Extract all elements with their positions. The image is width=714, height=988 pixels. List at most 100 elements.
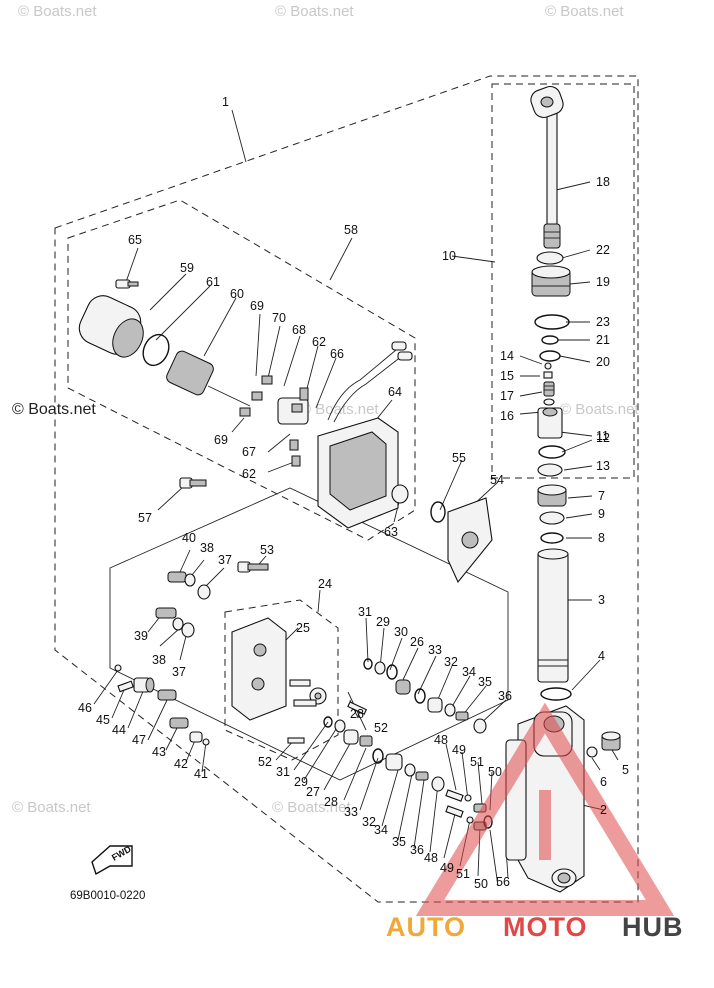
o-ring-12: [538, 445, 566, 459]
brand-auto: AUTO: [386, 912, 466, 942]
part-number-p1: 1: [222, 95, 229, 109]
seat-37b: [181, 622, 195, 638]
automotohub-logo: AUTO MOTO HUB: [386, 702, 684, 942]
part-number-p30: 30: [394, 625, 408, 639]
piston-27: [343, 729, 359, 745]
part-number-p52b: 52: [258, 755, 272, 769]
ring-13: [537, 463, 563, 477]
part-number-p14: 14: [500, 349, 514, 363]
brush-67: [289, 439, 299, 451]
part-number-p16: 16: [500, 409, 514, 423]
part-number-p36b: 36: [410, 843, 424, 857]
part-number-p67: 67: [242, 445, 256, 459]
part-number-p38a: 38: [200, 541, 214, 555]
part-number-p64: 64: [388, 385, 402, 399]
part-number-p20: 20: [596, 355, 610, 369]
spring-43: [169, 717, 189, 729]
part-number-p49b: 49: [440, 861, 454, 875]
ball-46: [114, 664, 122, 672]
piston-11: [537, 407, 563, 439]
ball-41: [202, 738, 210, 746]
valve-block-boundary: [224, 599, 339, 761]
brush-holder: [277, 397, 309, 425]
part-number-p43: 43: [152, 745, 166, 759]
piston-32: [427, 697, 443, 713]
ball-34: [444, 703, 456, 717]
spring-47: [157, 689, 177, 701]
spring-17: [543, 381, 555, 397]
part-number-p19: 19: [596, 275, 610, 289]
part-number-labels: 1234567891011121314151617181920212223242…: [78, 95, 629, 891]
part-number-p25: 25: [296, 621, 310, 635]
bolt-53: [237, 561, 269, 573]
o-ring-4: [540, 687, 572, 701]
wire-leads: [327, 341, 413, 423]
bolt-57: [179, 477, 207, 489]
part-number-p40: 40: [182, 531, 196, 545]
part-16: [543, 398, 555, 406]
part-number-p65: 65: [128, 233, 142, 247]
part-number-p38b: 38: [152, 653, 166, 667]
part-number-p66: 66: [330, 347, 344, 361]
plug-36b: [431, 776, 445, 792]
part-number-p7: 7: [598, 489, 605, 503]
part-number-p47: 47: [132, 733, 146, 747]
watermark: © Boats.net: [560, 401, 639, 418]
part-number-p36a: 36: [498, 689, 512, 703]
seat-37: [197, 584, 211, 600]
part-number-p33b: 33: [344, 805, 358, 819]
part-number-p53: 53: [260, 543, 274, 557]
part-number-p60: 60: [230, 287, 244, 301]
screw-65: [115, 279, 139, 289]
part-number-p12: 12: [596, 431, 610, 445]
tilt-rod-assembly-boundary: [491, 83, 635, 479]
part-number-p70: 70: [272, 311, 286, 325]
ring-31b: [323, 716, 333, 728]
part-number-p31b: 31: [276, 765, 290, 779]
spring-40: [167, 571, 187, 583]
ball-49: [464, 794, 472, 802]
part-number-p2: 2: [600, 803, 607, 817]
motor-cover: [78, 295, 144, 358]
piston-32b: [385, 753, 403, 771]
spring-62b: [299, 387, 309, 401]
o-ring-61: [142, 333, 170, 367]
o-ring-55: [430, 501, 446, 523]
part-number-p51b: 51: [456, 867, 470, 881]
ring-31: [363, 658, 373, 670]
brand-hub: HUB: [622, 912, 684, 942]
ball-38b: [172, 617, 184, 631]
part-number-p11: 11: [596, 429, 609, 443]
part-number-p51a: 51: [470, 755, 484, 769]
part-number-p48a: 48: [434, 733, 448, 747]
motor-housing: [317, 417, 399, 529]
seat-42: [189, 731, 203, 743]
part-number-p59: 59: [180, 261, 194, 275]
spring-28: [359, 735, 373, 747]
tilt-rod: [530, 85, 564, 249]
part-number-p35b: 35: [392, 835, 406, 849]
screw-70: [261, 375, 273, 385]
o-ring-33: [414, 688, 426, 704]
part-number-p57: 57: [138, 511, 152, 525]
part-number-p22: 22: [596, 243, 610, 257]
leader-lines: [93, 109, 619, 887]
motor-assembly-boundary: [67, 199, 416, 541]
part-number-p9: 9: [598, 507, 605, 521]
washer-22: [536, 251, 564, 265]
o-ring-8: [540, 532, 564, 544]
o-ring-30: [386, 664, 398, 680]
o-ring-20: [539, 350, 561, 362]
watermark: © Boats.net: [12, 401, 96, 418]
pin-52: [347, 701, 368, 715]
part-number-p52a: 52: [374, 721, 388, 735]
part-number-p69b: 69: [214, 433, 228, 447]
part-number-p48b: 48: [424, 851, 438, 865]
pin-45: [117, 680, 134, 693]
part-number-p32b: 32: [362, 815, 376, 829]
ball-34b: [404, 763, 416, 777]
valve-44: [133, 677, 155, 693]
part-number-p46: 46: [78, 701, 92, 715]
part-number-p35a: 35: [478, 675, 492, 689]
